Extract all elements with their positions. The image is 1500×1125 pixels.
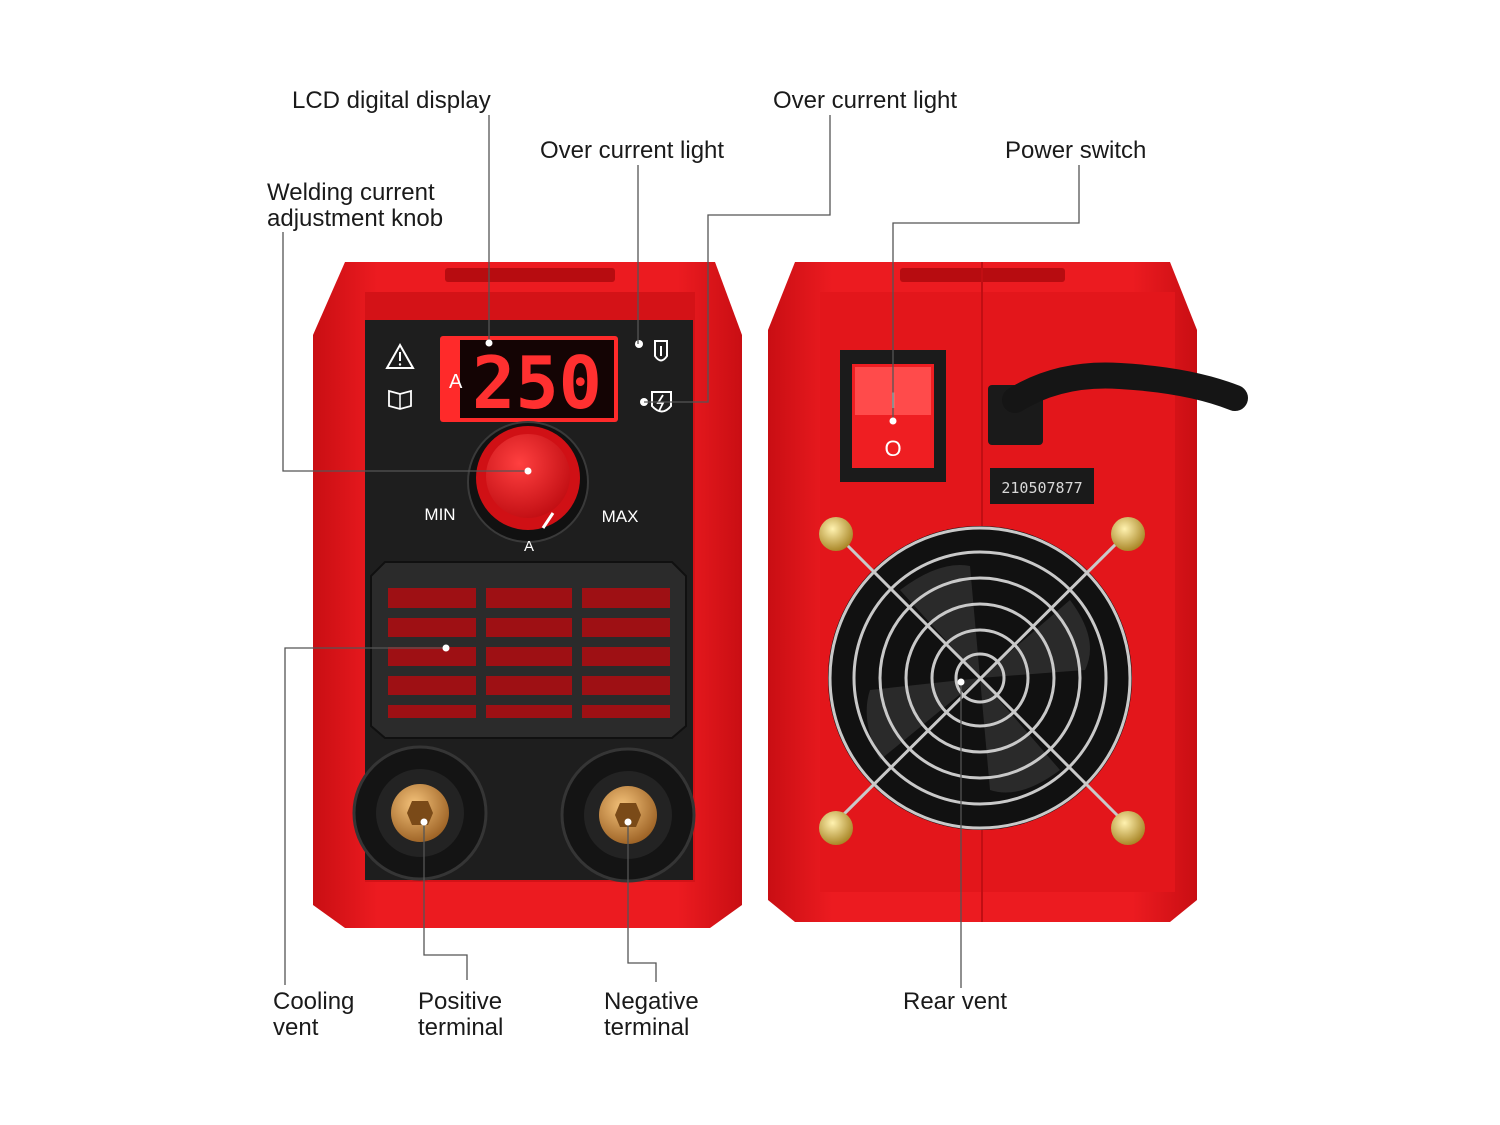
negative-terminal: [560, 747, 696, 883]
lcd-display: A 250: [440, 336, 618, 425]
label-power-switch: Power switch: [1005, 137, 1146, 164]
leader-dots: [420, 339, 965, 826]
power-cable: [988, 362, 1248, 445]
knob-unit-label: A: [524, 538, 534, 555]
serial-number: 210507877: [1001, 479, 1082, 497]
over-current-light-1: [635, 340, 643, 348]
knob-max-label: MAX: [602, 507, 639, 526]
label-lcd-display: LCD digital display: [292, 87, 491, 114]
label-cooling-line2: vent: [273, 1014, 319, 1041]
label-cooling-line1: Cooling: [273, 988, 354, 1015]
leader-lines: [282, 115, 1080, 988]
rear-vent: [819, 517, 1145, 845]
label-positive-line2: terminal: [418, 1014, 503, 1041]
manual-icon: [388, 389, 412, 410]
back-unit: I O 210507877: [768, 262, 1248, 922]
display-value: 250: [472, 341, 602, 425]
label-knob-line1: Welding current: [267, 179, 435, 206]
serial-plate: 210507877: [990, 468, 1094, 504]
display-unit: A: [449, 371, 463, 393]
knob-min-label: MIN: [424, 505, 455, 524]
label-negative-line1: Negative: [604, 988, 699, 1015]
label-over-current-light-2: Over current light: [773, 87, 957, 114]
front-unit: A 250 MIN MAX A: [313, 262, 742, 928]
current-adjustment-knob[interactable]: [467, 421, 589, 543]
thermometer-shield-icon: [654, 340, 668, 362]
label-over-current-light-1: Over current light: [540, 137, 724, 164]
label-positive-line1: Positive: [418, 988, 502, 1015]
positive-terminal: [352, 745, 488, 881]
label-knob-line2: adjustment knob: [267, 205, 443, 232]
cooling-vent: [370, 561, 687, 739]
label-rear-vent: Rear vent: [903, 988, 1007, 1015]
label-negative-line2: terminal: [604, 1014, 689, 1041]
lightning-shield-icon: [651, 391, 672, 413]
switch-off-symbol: O: [884, 436, 901, 461]
warning-icon: [385, 342, 415, 369]
